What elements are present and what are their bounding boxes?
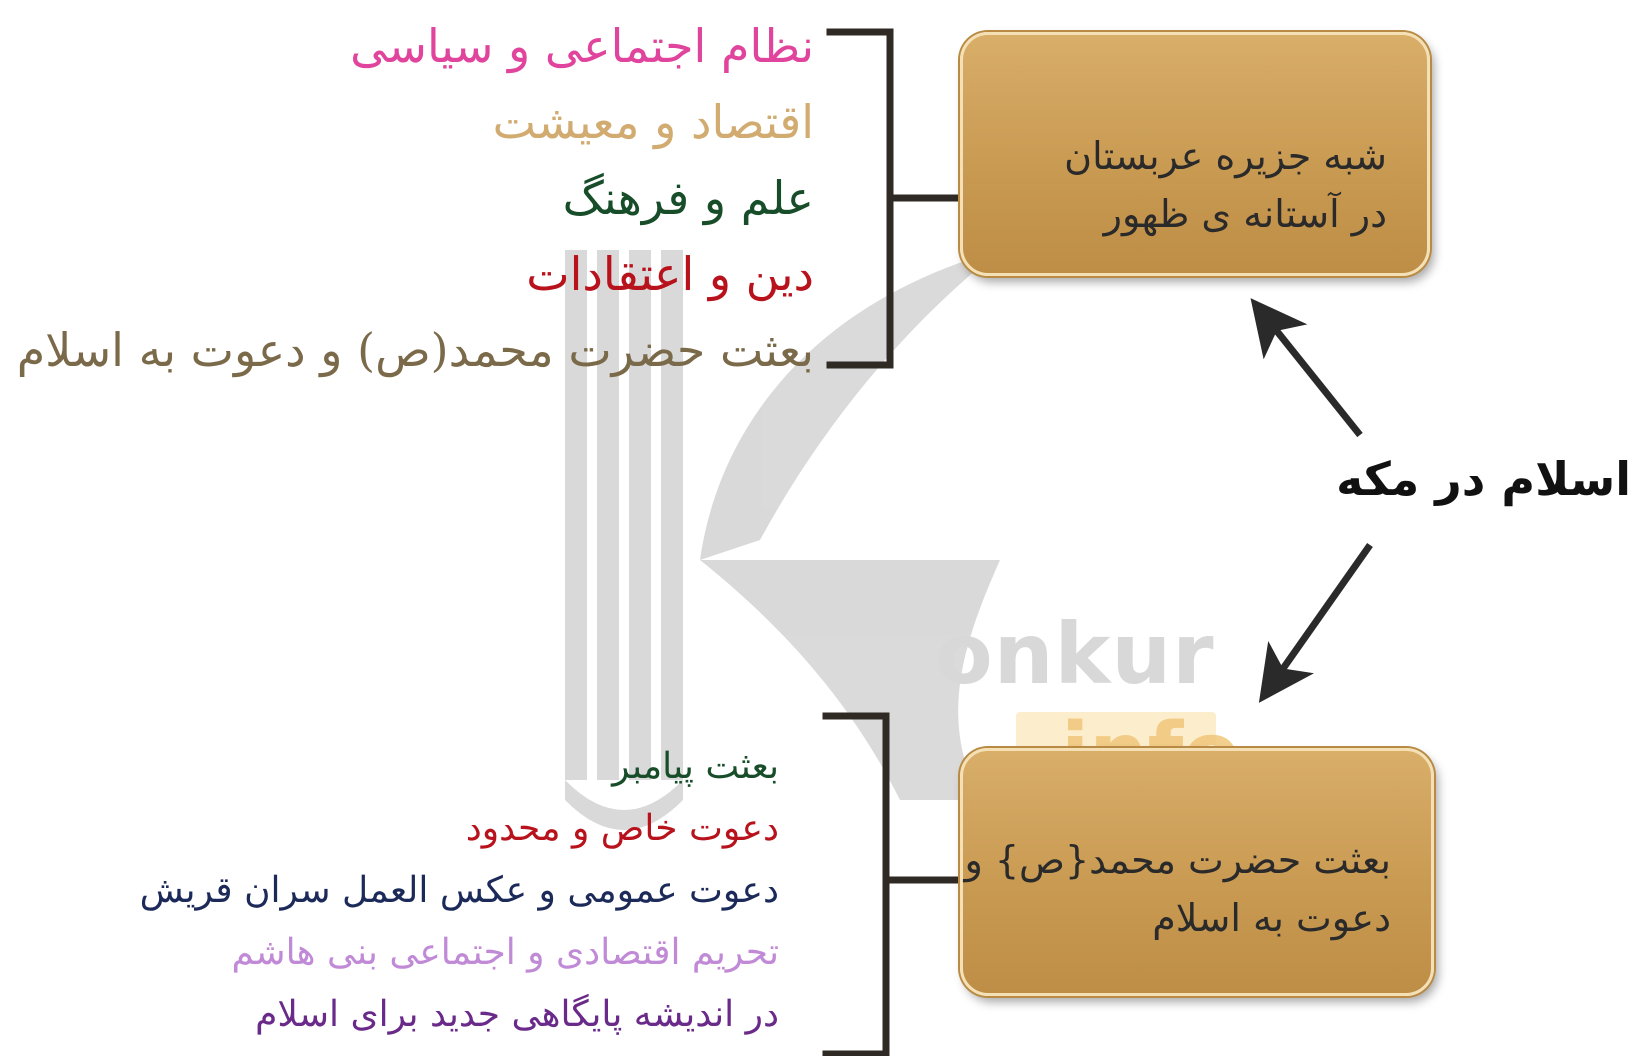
- top-list-item: نظام اجتماعی و سیاسی: [350, 19, 814, 73]
- bottom-box-line2: دعوت به اسلام: [1152, 896, 1391, 940]
- top-box-line1: شبه جزیره عربستان: [1064, 134, 1387, 178]
- top-list-item: اقتصاد و معیشت: [492, 95, 814, 149]
- arrow-down: [1258, 542, 1373, 703]
- bottom-box-line1: بعثت حضرت محمد{ص} و: [964, 838, 1391, 882]
- bottom-list: بعثت پیامبر دعوت خاص و محدود دعوت عمومی …: [140, 736, 779, 1046]
- top-box-text: شبه جزیره عربستان در آستانه ی ظهور: [1064, 127, 1387, 243]
- bottom-box-text: بعثت حضرت محمد{ص} و دعوت به اسلام: [964, 831, 1391, 947]
- bottom-list-item: بعثت پیامبر: [612, 746, 779, 787]
- top-bracket: [826, 28, 964, 369]
- top-bracket-line: [826, 28, 894, 369]
- top-list-item: بعثت حضرت محمد(ص) و دعوت به اسلام: [16, 323, 814, 377]
- top-list: نظام اجتماعی و سیاسی اقتصاد و معیشت علم …: [17, 8, 814, 388]
- arrow-up: [1250, 298, 1363, 438]
- bottom-list-item: دعوت خاص و محدود: [465, 808, 779, 849]
- top-box-line2: در آستانه ی ظهور: [1103, 192, 1387, 236]
- center-label: اسلام در مکه: [1336, 452, 1631, 506]
- bottom-list-item: در اندیشه پایگاهی جدید برای اسلام: [255, 994, 779, 1035]
- top-box: شبه جزیره عربستان در آستانه ی ظهور: [960, 32, 1430, 276]
- bottom-bracket-line: [822, 712, 890, 1056]
- top-list-item: دین و اعتقادات: [526, 247, 814, 301]
- bottom-list-item: دعوت عمومی و عکس العمل سران قریش: [139, 870, 779, 911]
- bottom-list-item: تحریم اقتصادی و اجتماعی بنی هاشم: [231, 932, 779, 973]
- bottom-box: بعثت حضرت محمد{ص} و دعوت به اسلام: [960, 748, 1434, 996]
- bottom-bracket: [822, 712, 964, 1056]
- top-list-item: علم و فرهنگ: [562, 171, 814, 225]
